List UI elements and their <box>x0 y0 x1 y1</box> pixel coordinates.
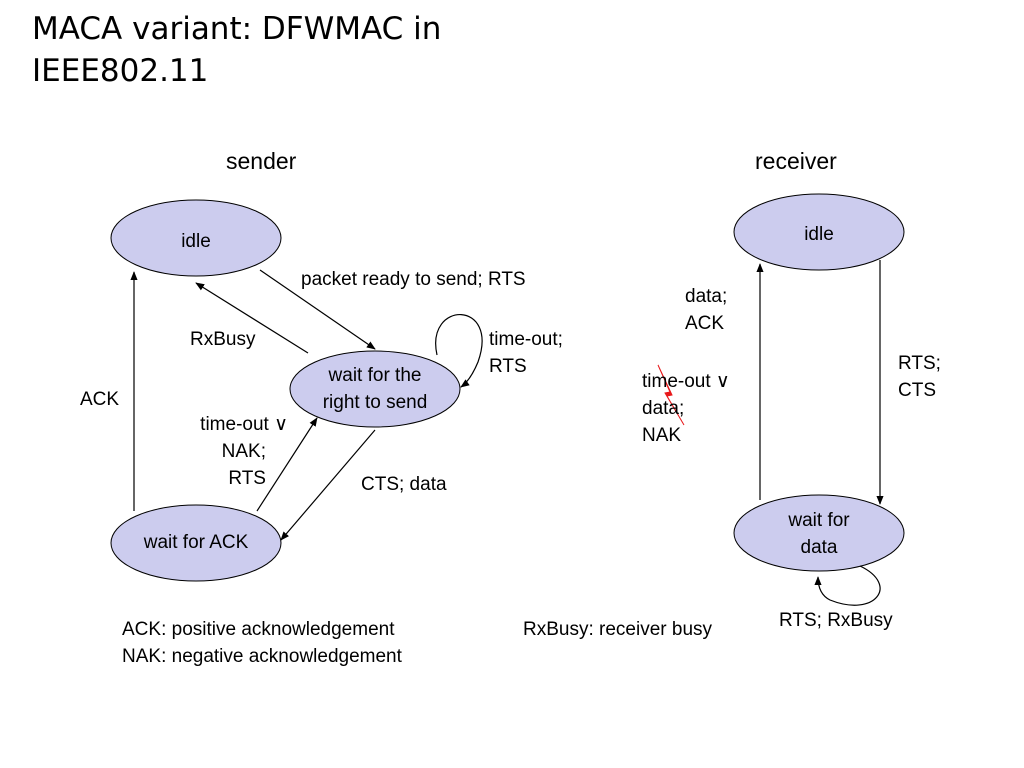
edge-timeout-receiver-line-1: time-out ∨ <box>642 371 730 392</box>
edge-rts-cts-label: RTS; CTS <box>898 350 941 404</box>
edge-rts-rxbusy-label: RTS; RxBusy <box>779 610 893 631</box>
receiver-wait-data-line-2: data <box>800 537 838 558</box>
sender-wait-rts-label: wait for the right to send <box>295 362 455 416</box>
edge-ack-label: ACK <box>80 389 120 410</box>
sender-wait-ack-label: wait for ACK <box>143 532 249 553</box>
legend-nak: NAK: negative acknowledgement <box>122 646 402 667</box>
receiver-wait-data-node <box>733 494 905 572</box>
edge-timeout-nak-receiver-label: time-out ∨ data; NAK <box>642 368 730 449</box>
edge-timeout-nak-line-1: time-out ∨ <box>200 414 288 435</box>
edge-timeout-nak-label: time-out ∨ NAK; RTS <box>178 411 288 492</box>
legend-rxbusy: RxBusy: receiver busy <box>523 619 713 640</box>
edge-rts-cts-line-2: CTS <box>898 380 936 401</box>
sender-wait-rts-line-2: right to send <box>322 392 428 413</box>
edge-packet-ready-label: packet ready to send; RTS <box>301 269 526 290</box>
edge-timeout-nak-line-3: RTS <box>228 468 266 489</box>
title-line-2: IEEE802.11 <box>32 53 209 89</box>
sender-wait-rts-node <box>289 350 461 428</box>
edge-rts-cts-line-1: RTS; <box>898 353 941 374</box>
edge-packet-ready-arrow <box>259 269 376 350</box>
edge-rxbusy-label: RxBusy <box>190 329 256 350</box>
lightning-flash-icon <box>657 364 685 426</box>
receiver-wait-data-label: wait for data <box>759 507 879 561</box>
edge-timeout-rts-line-2: RTS <box>489 356 527 377</box>
receiver-wait-data-line-1: wait for <box>788 510 850 531</box>
edge-data-ack-label: data; ACK <box>685 283 727 337</box>
slide-title: MACA variant: DFWMAC in IEEE802.11 <box>32 8 441 92</box>
sender-idle-node <box>110 199 282 277</box>
sender-wait-rts-line-1: wait for the <box>328 365 422 386</box>
legend-ack: ACK: positive acknowledgement <box>122 619 395 640</box>
edge-data-ack-line-2: ACK <box>685 313 725 334</box>
edge-rts-rxbusy-loop <box>814 565 881 606</box>
receiver-idle-label: idle <box>804 224 834 245</box>
edge-rxbusy-arrow <box>195 282 309 354</box>
sender-idle-label: idle <box>181 231 211 252</box>
edge-data-ack-line-1: data; <box>685 286 728 307</box>
edge-timeout-nak-arrow <box>256 417 318 512</box>
edge-cts-data-arrow <box>280 429 376 541</box>
edge-timeout-receiver-line-2: data; <box>642 398 685 419</box>
edge-cts-data-label: CTS; data <box>361 474 447 495</box>
edge-timeout-nak-line-2: NAK; <box>221 441 266 462</box>
edge-timeout-rts-label: time-out; RTS <box>489 326 563 380</box>
edge-timeout-rts-line-1: time-out; <box>489 329 563 350</box>
receiver-idle-node <box>733 193 905 271</box>
edge-timeout-receiver-line-3: NAK <box>642 425 682 446</box>
receiver-heading: receiver <box>755 148 837 174</box>
edge-timeout-rts-loop <box>435 314 483 388</box>
sender-heading: sender <box>226 148 297 174</box>
title-line-1: MACA variant: DFWMAC in <box>32 11 442 47</box>
sender-wait-ack-node <box>110 504 282 582</box>
